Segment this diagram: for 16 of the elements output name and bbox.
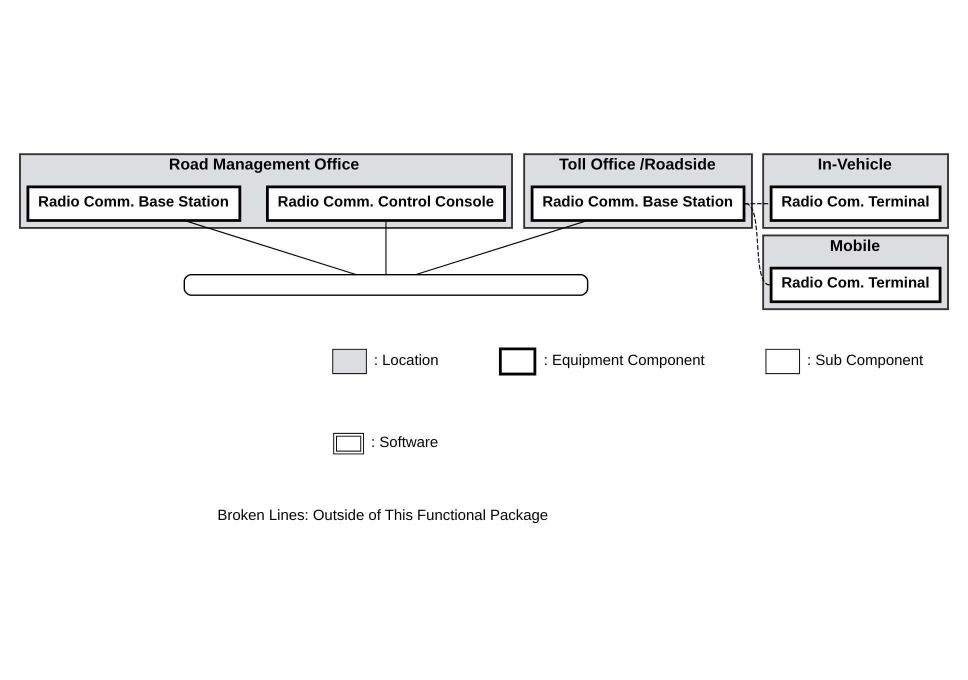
label: Broken Lines: Outside of This Functional Package [217, 507, 548, 524]
connector [744, 203, 772, 204]
node-box: Radio Com. Terminal [770, 185, 942, 222]
legend-label: : Location [374, 352, 439, 370]
connector [416, 220, 588, 276]
legend-label: : Sub Component [807, 352, 924, 370]
node-box: Radio Com. Terminal [770, 266, 942, 304]
connector [745, 203, 770, 286]
node-box: Radio Comm. Base Station [530, 185, 746, 222]
node-bar [184, 274, 588, 296]
connector [184, 220, 356, 276]
connector [385, 220, 387, 274]
legend-label: : Equipment Component [544, 352, 705, 370]
node-box: Radio Comm. Base Station [26, 185, 242, 222]
node-box: Radio Comm. Control Console [266, 185, 506, 222]
legend-label: : Software [371, 434, 438, 452]
